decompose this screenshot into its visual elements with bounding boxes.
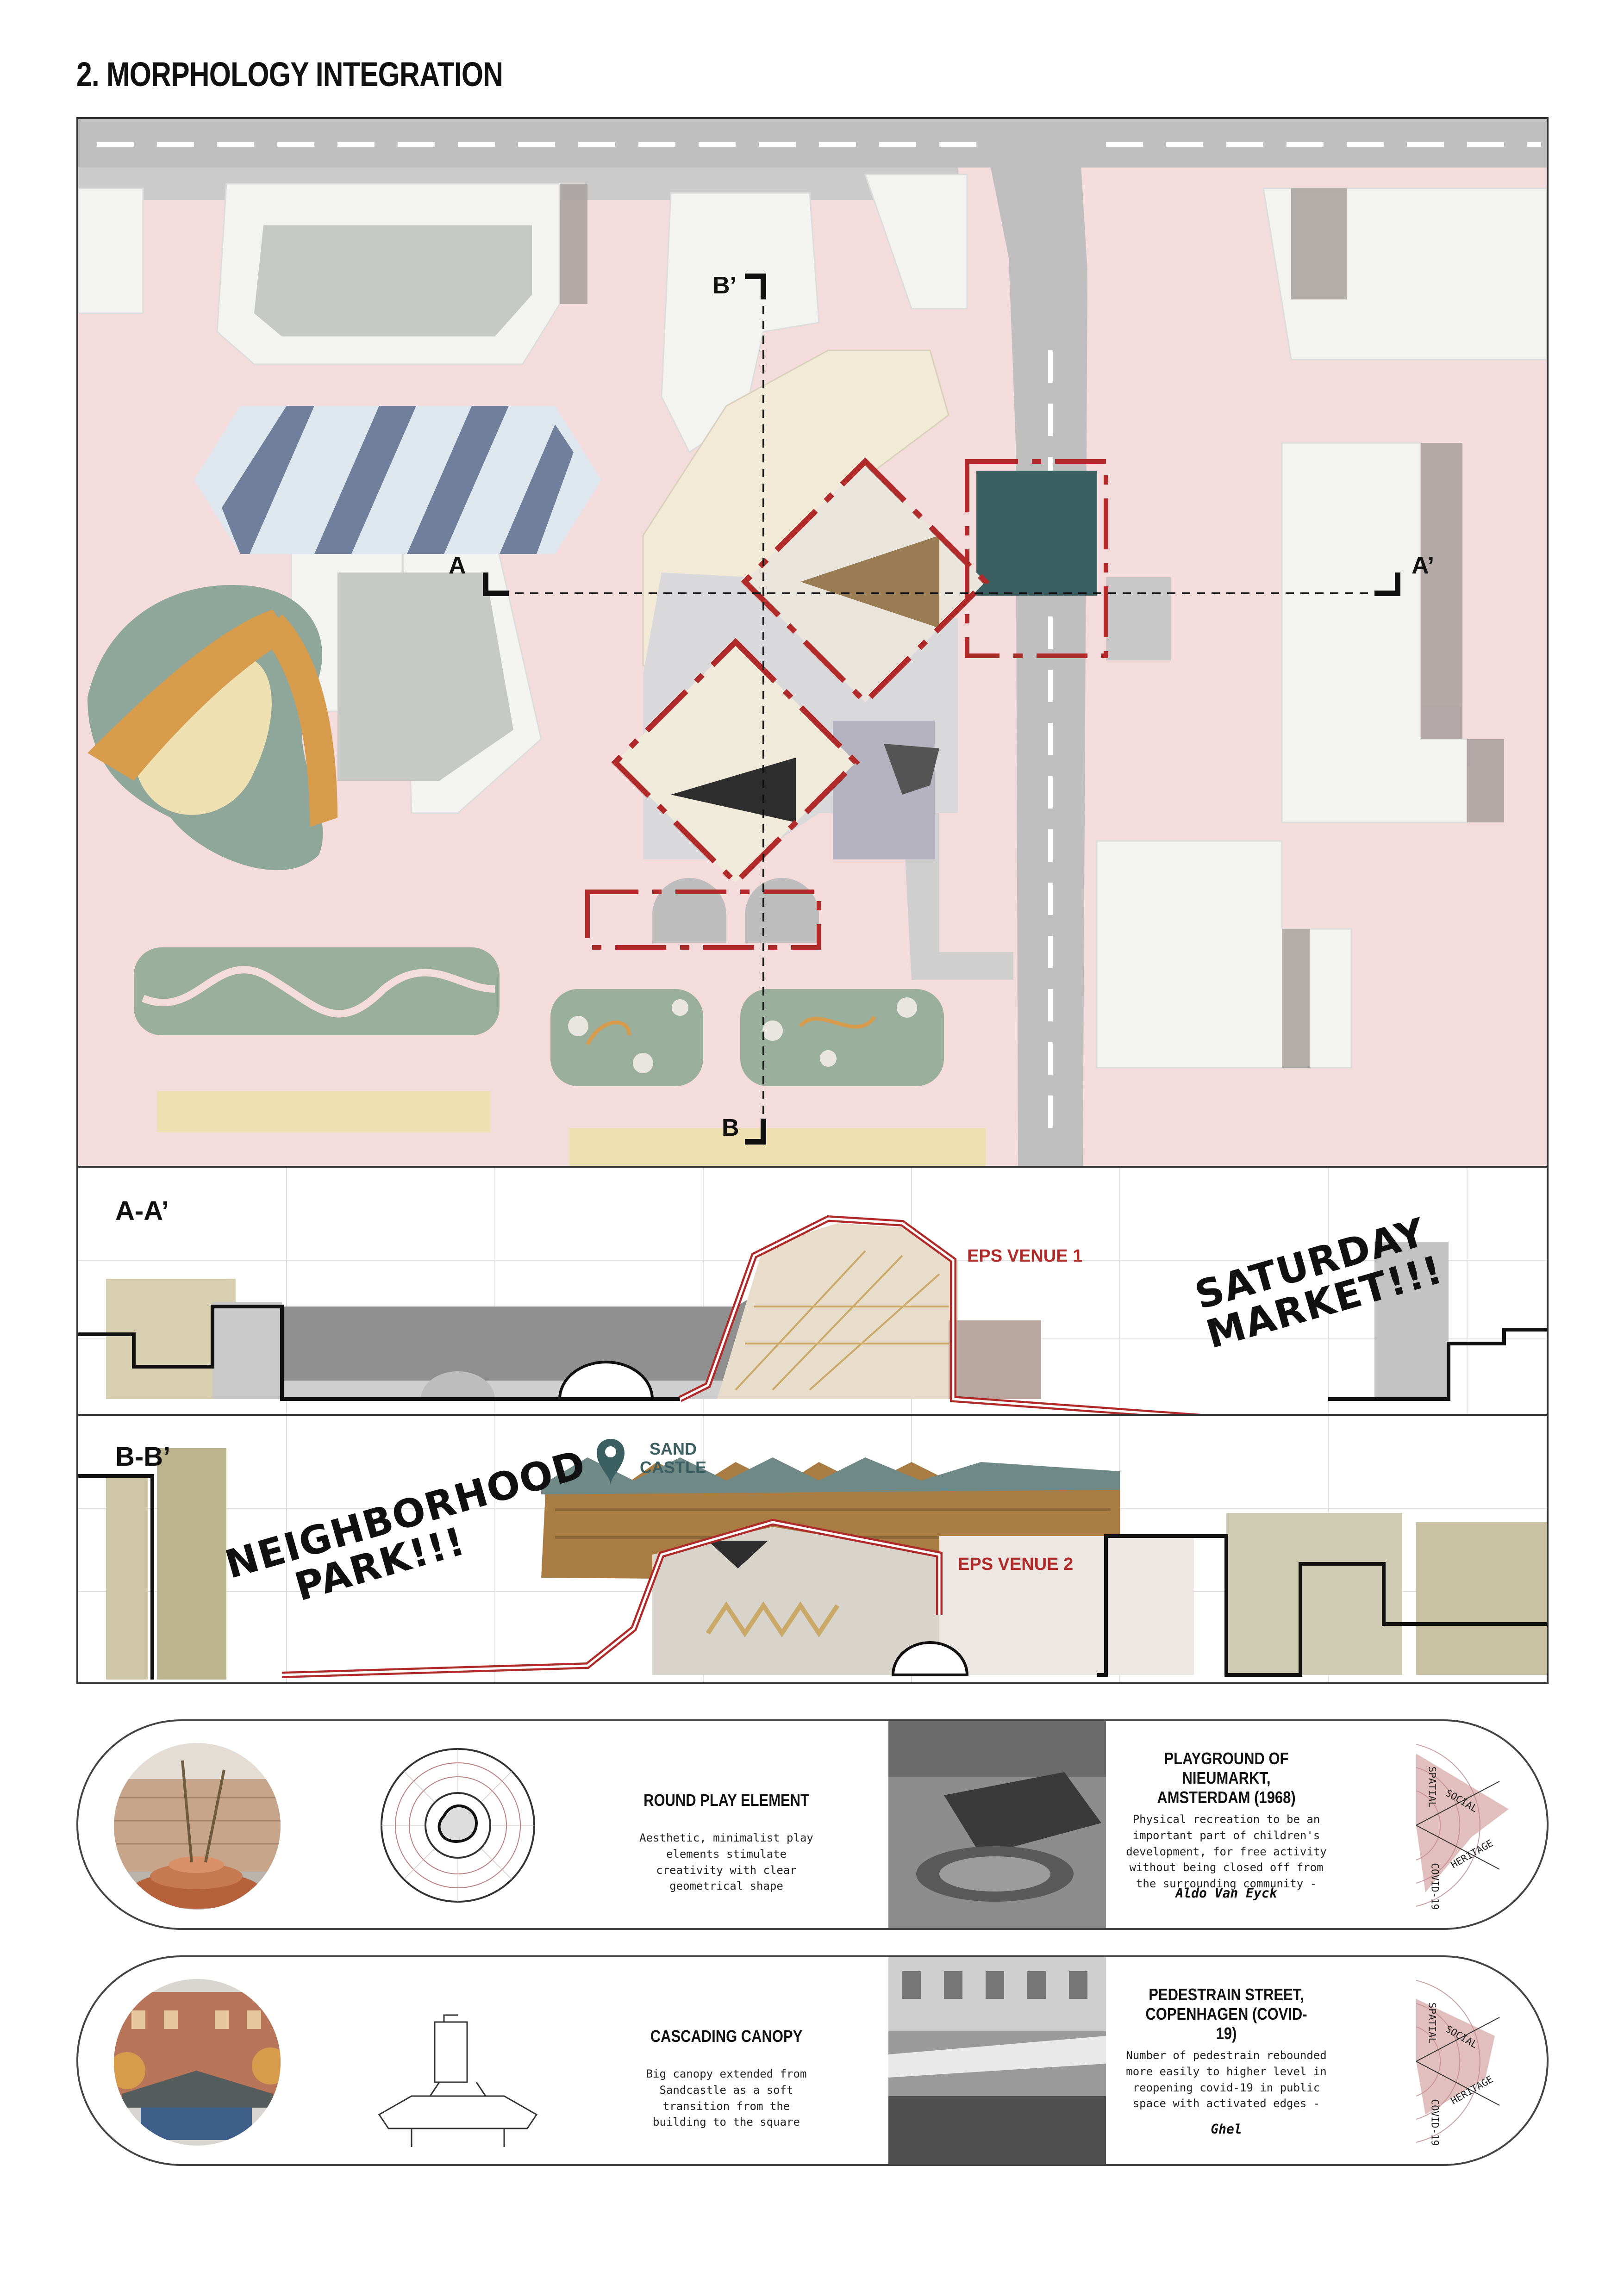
round-pods — [585, 878, 821, 950]
parks — [134, 947, 944, 1086]
card1-ref-desc: Physical recreation to be an important p… — [1126, 1813, 1327, 1891]
card2-canopy-diagram — [378, 2014, 538, 2147]
marker-a-prime: A’ — [1412, 552, 1435, 579]
eps-venue-2-plan — [611, 638, 860, 887]
card1-radial-spatial: SPATIAL — [1426, 1766, 1438, 1808]
card1-element-desc: Aesthetic, minimalist play elements stim… — [639, 1831, 813, 1893]
card1-element-title: ROUND PLAY ELEMENT — [643, 1791, 809, 1810]
site-plan-drawing — [78, 119, 1547, 1166]
section-bb-drawing — [78, 1416, 1547, 1682]
card1-radial-covid: COVID-19 — [1429, 1863, 1441, 1910]
eps-venue-2-label: EPS VENUE 2 — [958, 1555, 1074, 1574]
card1-ref-title: PLAYGROUND OF NIEUMARKT, AMSTERDAM (1968… — [1157, 1749, 1296, 1807]
section-aa: A-A’ EPS VENUE 1 SATURDAY MARKET!!! — [76, 1166, 1549, 1416]
card2-reference-photo — [888, 1957, 1106, 2164]
striped-roof — [194, 406, 601, 554]
section-aa-drawing — [78, 1168, 1547, 1414]
card2-element-desc: Big canopy extended from Sandcastle as a… — [646, 2067, 807, 2129]
page-title: 2. MORPHOLOGY INTEGRATION — [76, 55, 503, 93]
card-round-play-element: ROUND PLAY ELEMENT Aesthetic, minimalist… — [76, 1719, 1549, 1930]
section-lines — [483, 274, 1400, 1145]
map-pin-icon — [597, 1439, 625, 1485]
eps-venue-1-label: EPS VENUE 1 — [967, 1246, 1083, 1266]
card1-reference-photo — [888, 1721, 1106, 1928]
card2-ref-author: Ghel — [1211, 2122, 1242, 2137]
card2-photo — [114, 1979, 281, 2146]
card2-radial-chart — [1416, 1980, 1500, 2143]
card1-photo — [114, 1743, 281, 1910]
card2-ref-title: PEDESTRAIN STREET, COPENHAGEN (COVID-19) — [1145, 1985, 1307, 2043]
marker-b: B — [722, 1114, 739, 1141]
card2-ref-desc: Number of pedestrain rebounded more easi… — [1126, 2049, 1327, 2110]
card2-radial-covid: COVID-19 — [1429, 2099, 1441, 2146]
marker-a: A — [449, 552, 466, 579]
section-bb-label: B-B’ — [115, 1442, 171, 1472]
card-cascading-canopy: CASCADING CANOPY Big canopy extended fro… — [76, 1955, 1549, 2166]
sand-castle-label: SAND CASTLE — [640, 1439, 706, 1477]
card1-ref-author: Aldo Van Eyck — [1175, 1885, 1277, 1901]
card1-plan-diagram — [381, 1748, 535, 1903]
card1-radial-chart — [1416, 1744, 1509, 1907]
section-bb: B-B’ SAND CASTLE EPS VENUE 2 NEIGHBORHOO… — [76, 1414, 1549, 1684]
eps-venue-1-plan — [741, 457, 990, 706]
section-aa-label: A-A’ — [115, 1196, 169, 1226]
marker-b-prime: B’ — [712, 272, 737, 299]
card2-element-title: CASCADING CANOPY — [650, 2027, 803, 2046]
sand-castle-plan — [87, 585, 337, 871]
card2-radial-spatial: SPATIAL — [1426, 2002, 1438, 2044]
site-plan: A A’ B’ B — [76, 117, 1549, 1168]
